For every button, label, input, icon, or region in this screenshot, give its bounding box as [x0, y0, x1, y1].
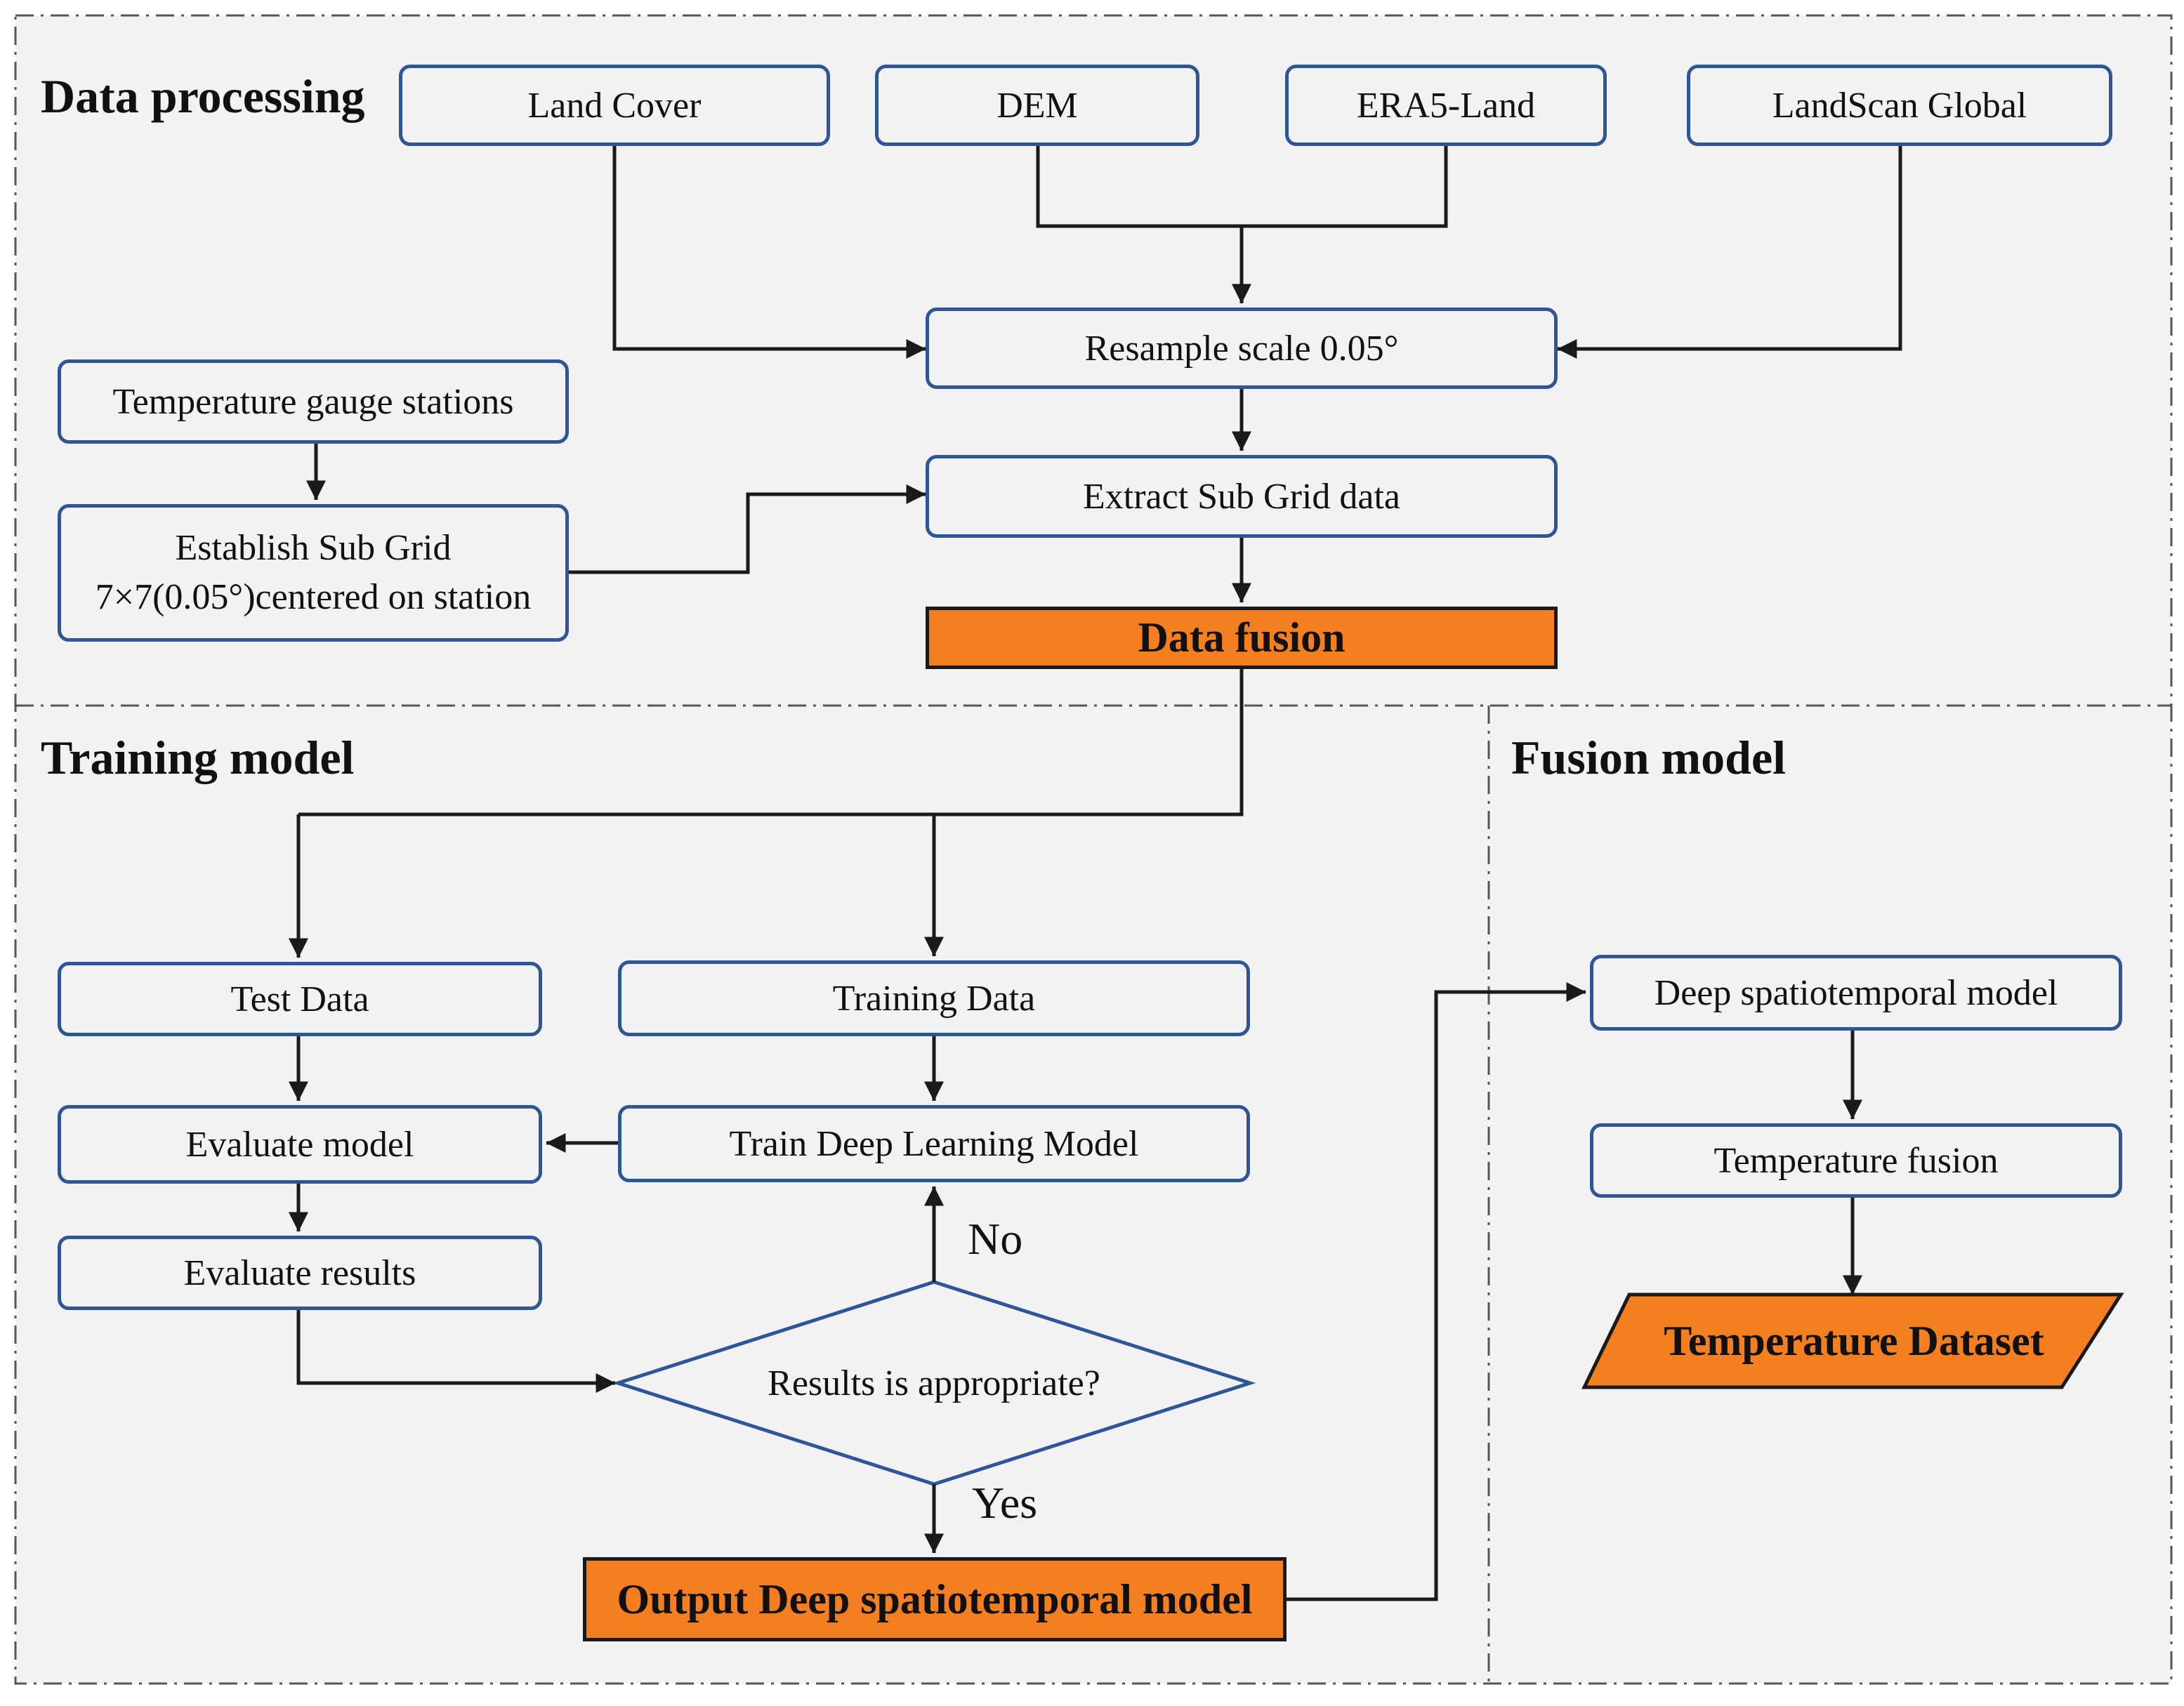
era5-land-box: ERA5-Land [1285, 65, 1607, 146]
section-title-training-model: Training model [41, 731, 355, 784]
test-data-box: Test Data [58, 962, 542, 1036]
temperature-fusion-box: Temperature fusion [1590, 1123, 2122, 1198]
train-deep-learning-model-box: Train Deep Learning Model [618, 1105, 1250, 1182]
connector-datafusion-split [298, 669, 1244, 816]
resample-box: Resample scale 0.05° [926, 308, 1558, 389]
establish-sub-grid-box: Establish Sub Grid 7×7(0.05°)centered on… [58, 504, 569, 642]
temperature-gauge-stations-box: Temperature gauge stations [58, 359, 569, 444]
section-title-fusion-model: Fusion model [1511, 731, 1787, 784]
dem-box: DEM [875, 65, 1199, 146]
branch-label-no: No [968, 1214, 1023, 1264]
branch-label-yes: Yes [972, 1478, 1038, 1528]
landscan-global-box: LandScan Global [1687, 65, 2112, 146]
land-cover-box: Land Cover [399, 65, 830, 146]
training-model-panel [15, 706, 1489, 1684]
evaluate-model-box: Evaluate model [58, 1105, 542, 1184]
output-model-box: Output Deep spatiotemporal model [583, 1557, 1287, 1641]
connector-subgrid-extract [569, 484, 926, 574]
temperature-dataset-shape [1581, 1292, 2124, 1389]
section-title-data-processing: Data processing [41, 70, 365, 123]
extract-sub-grid-box: Extract Sub Grid data [926, 455, 1558, 538]
connector-landscan-resample [1557, 146, 1902, 359]
connector-results-decision [296, 1310, 616, 1394]
panel-borders [14, 14, 2173, 1685]
data-fusion-box: Data fusion [926, 607, 1558, 669]
connector-output-deepmodel [1287, 982, 1586, 1601]
temperature-dataset-label: Temperature Dataset [1664, 1317, 2044, 1364]
deep-spatiotemporal-model-box: Deep spatiotemporal model [1590, 955, 2122, 1031]
connectors [288, 146, 1902, 1601]
decision-label: Results is appropriate? [768, 1363, 1100, 1403]
connector-landcover-resample [612, 146, 926, 359]
training-data-box: Training Data [618, 960, 1250, 1036]
evaluate-results-box: Evaluate results [58, 1236, 542, 1310]
